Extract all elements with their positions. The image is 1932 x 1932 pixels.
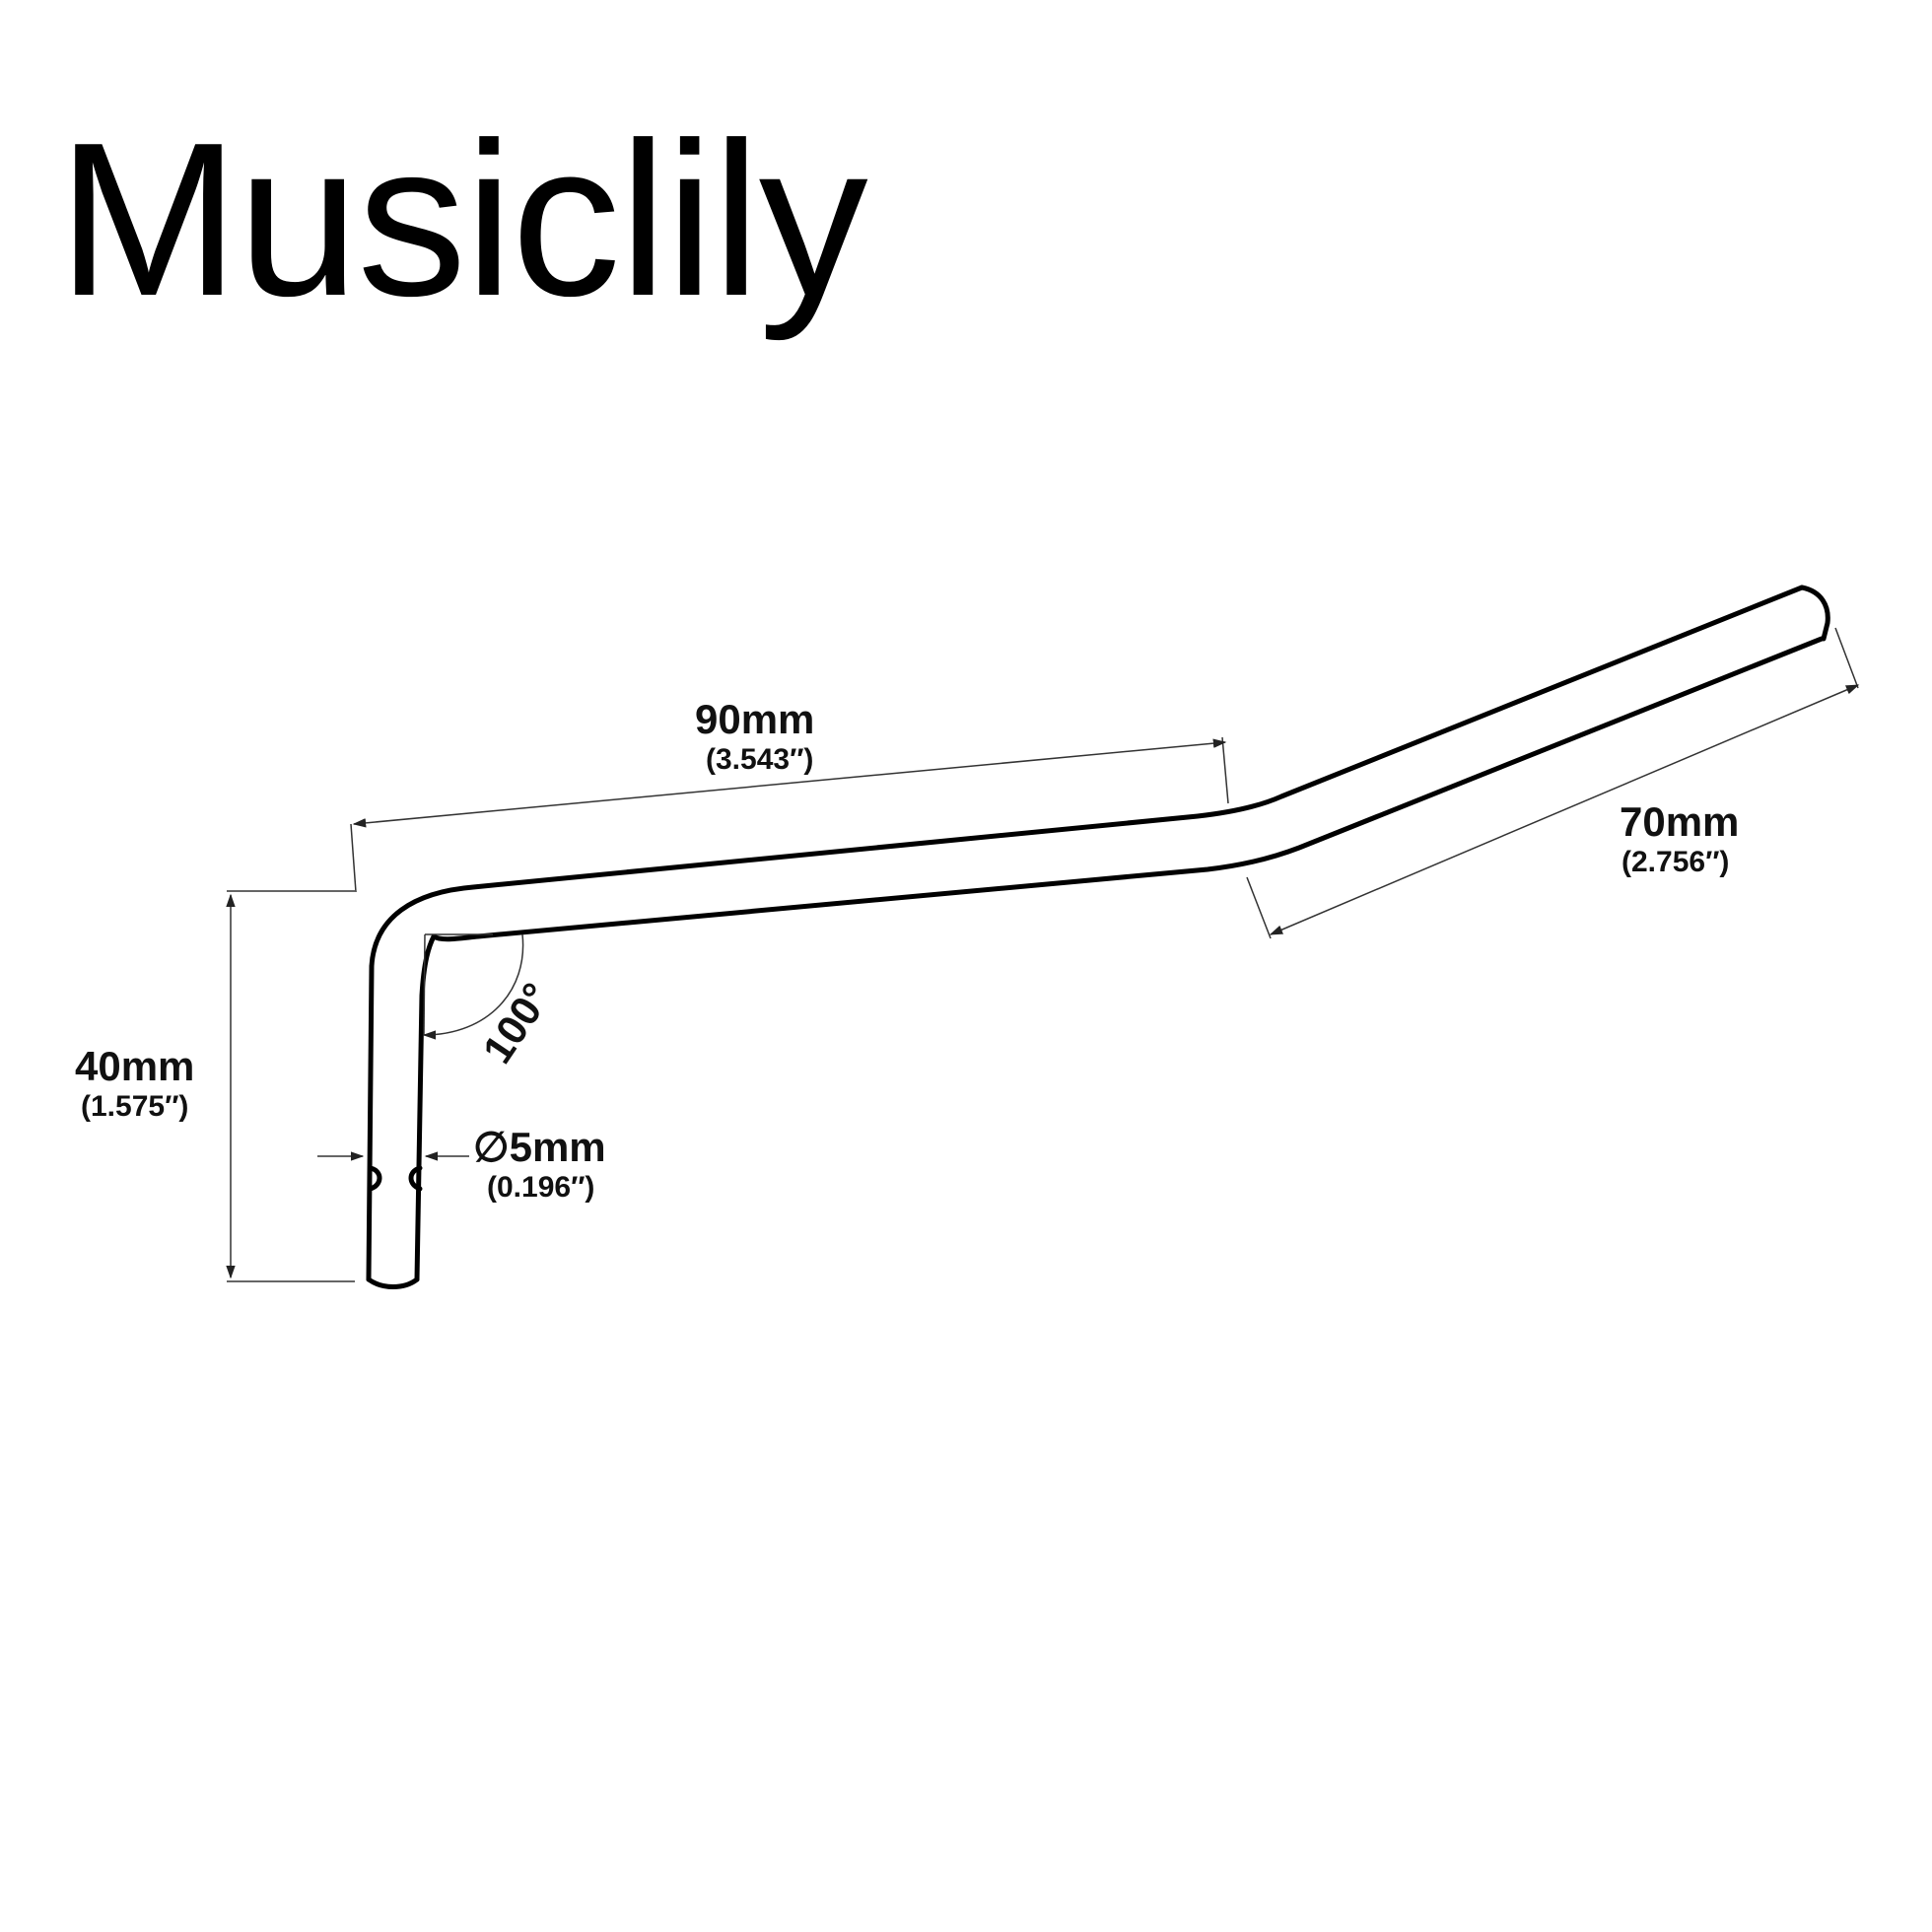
rod-groove-left <box>368 1165 382 1192</box>
angle-arc <box>422 933 524 1040</box>
brand-logo: Musiclily <box>57 98 868 342</box>
extension-line <box>1246 876 1272 939</box>
dimension-label-3-543in: (3.543″) <box>706 743 813 776</box>
angle-label-100deg: 100° <box>473 975 560 1071</box>
dimension-label-40mm: 40mm <box>75 1043 194 1089</box>
rod-tip-cap <box>1799 585 1830 642</box>
rod-groove-right <box>408 1165 423 1192</box>
dimension-label-2-756in: (2.756″) <box>1622 846 1729 878</box>
dimension-long-arm: 90mm (3.543″) <box>350 696 1229 893</box>
extension-line <box>350 823 357 893</box>
dimension-tip-arm: 70mm (2.756″) <box>1246 627 1860 939</box>
dimension-line-70mm <box>1269 684 1860 935</box>
dimension-label-0-196in: (0.196″) <box>487 1171 594 1204</box>
dimension-line-90mm <box>352 738 1227 828</box>
extension-line <box>1221 736 1229 804</box>
dimension-label-5mm: ∅5mm <box>473 1124 606 1170</box>
tremolo-arm-rod <box>366 585 1830 1289</box>
rod-inner-edge <box>414 636 1825 1282</box>
dimension-angle: 100° <box>422 933 560 1071</box>
dimension-leg: 40mm (1.575″) <box>75 890 355 1282</box>
dimension-label-70mm: 70mm <box>1620 798 1739 845</box>
dimension-label-90mm: 90mm <box>695 696 814 742</box>
angle-reference-vertical <box>423 933 426 1036</box>
rod-outer-edge <box>366 585 1805 1282</box>
rod-bottom-end <box>366 1276 420 1289</box>
extension-line <box>1834 627 1859 689</box>
dimension-diameter: ∅5mm (0.196″) <box>317 1124 606 1204</box>
dimension-label-1-575in: (1.575″) <box>81 1090 188 1123</box>
